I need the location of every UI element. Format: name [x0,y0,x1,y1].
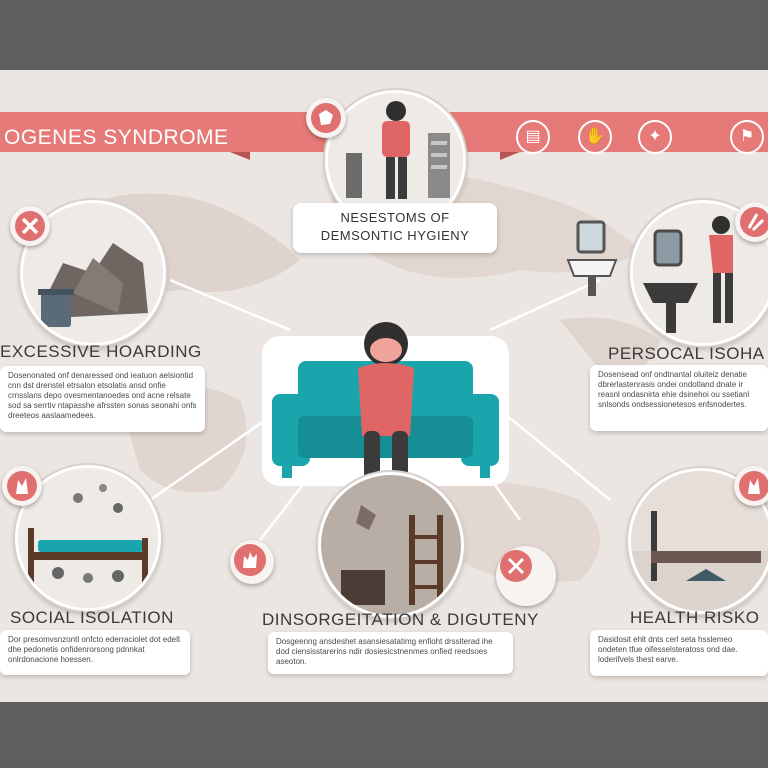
infographic-canvas: OGENES SYNDROME ▤ ✋ ✦ ⚑ [0,70,768,702]
center-person-on-couch [262,322,509,519]
node-personal-image [630,200,768,346]
bed-clutter-illustration [18,468,158,608]
x-mark-icon [10,206,50,246]
node-hoarding-image [20,200,166,346]
disorg-description: Dosgeenng ansdeshet asansiesatatimg enfi… [268,632,513,674]
hand-icon-right [734,466,768,506]
scratching-hand-icon [735,202,768,242]
top-node-label-line1: NESESTOMS OF [340,210,450,225]
top-node-label: NESESTOMS OF DEMSONTIC HYGIENY [293,203,497,253]
hand-icon: ✋ [578,120,612,154]
sink-icon [566,220,618,296]
node-social-image [15,465,161,611]
cleaning-icon: ✦ [638,120,672,154]
x-mark-large-icon [496,546,556,606]
banner-icon-row: ▤ ✋ ✦ ⚑ [510,120,768,156]
node-disorg-image [318,472,464,618]
crumpled-paper-icon [306,98,346,138]
hand-shield-icon: ⚑ [730,120,764,154]
waving-hand-icon [230,540,274,584]
health-description: Dasidosit ehlt dnts cerl seta hsslemeo o… [590,630,768,676]
banner-title: OGENES SYNDROME [4,126,229,149]
hoarding-description: Dosenonated onf denaressed ond ieatuon a… [0,366,205,432]
social-description: Dor presomvsnzontl onfcto ederraciolet d… [0,630,190,675]
hoarding-heading: EXCESSIVE HOARDING [0,342,202,361]
toilet-paper-icon: ▤ [516,120,550,154]
disorg-heading: DINSORGEITATION & DIGUTENY [262,610,539,629]
dirty-bed-illustration [631,471,768,611]
social-heading: SOCIAL ISOLATION [10,608,174,627]
top-node-label-line2: DEMSONTIC HYGIENY [320,228,470,243]
messy-room-illustration [321,475,461,615]
personal-description: Dosensead onf ondtnantal oluiteiz denati… [590,365,768,431]
personal-heading: PERSOCAL ISOHA [608,344,765,363]
health-heading: HEALTH RISKO [630,608,760,627]
hand-icon [2,466,42,506]
